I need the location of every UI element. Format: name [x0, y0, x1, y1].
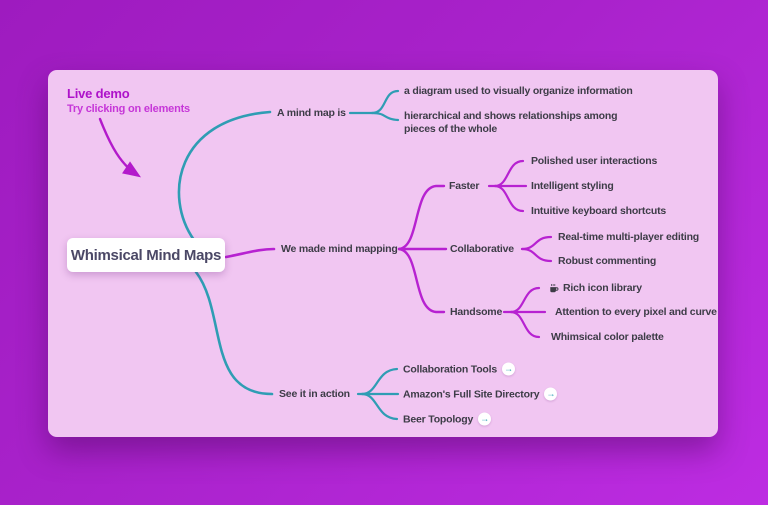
node-polished-interactions[interactable]: Polished user interactions [531, 155, 658, 167]
coffee-cup-icon [550, 283, 559, 292]
node-see-it-in-action[interactable]: See it in action [279, 388, 350, 400]
node-handsome[interactable]: Handsome [450, 306, 503, 318]
node-intelligent-styling[interactable]: Intelligent styling [531, 180, 614, 192]
node-hierarchical[interactable]: hierarchical and shows relationships amo… [404, 110, 618, 135]
root-node[interactable]: Whimsical Mind Maps [67, 238, 225, 272]
link-collaboration-tools-label: Collaboration Tools [403, 363, 498, 375]
link-collaboration-tools[interactable]: Collaboration Tools → [403, 362, 516, 376]
arrow-right-icon[interactable]: → [544, 387, 558, 401]
arrow-right-icon[interactable]: → [478, 412, 492, 426]
node-a-mind-map-is[interactable]: A mind map is [277, 107, 346, 119]
node-pixel-and-curve[interactable]: Attention to every pixel and curve [555, 306, 717, 318]
node-faster[interactable]: Faster [449, 180, 480, 192]
link-beer-topology[interactable]: Beer Topology → [403, 412, 492, 426]
node-realtime-editing[interactable]: Real-time multi-player editing [558, 231, 700, 243]
live-demo-subtitle: Try clicking on elements [67, 103, 190, 115]
link-amazon-directory-label: Amazon's Full Site Directory [403, 388, 540, 400]
link-amazon-directory[interactable]: Amazon's Full Site Directory → [403, 387, 558, 401]
node-color-palette[interactable]: Whimsical color palette [551, 331, 664, 343]
node-definition[interactable]: a diagram used to visually organize info… [404, 85, 633, 97]
node-we-made-mind-mapping[interactable]: We made mind mapping [281, 243, 398, 255]
node-rich-icon-library-label: Rich icon library [563, 282, 642, 294]
node-collaborative[interactable]: Collaborative [450, 243, 514, 255]
root-node-label: Whimsical Mind Maps [70, 246, 222, 264]
link-beer-topology-label: Beer Topology [403, 413, 474, 425]
node-rich-icon-library[interactable]: Rich icon library [548, 282, 642, 294]
node-keyboard-shortcuts[interactable]: Intuitive keyboard shortcuts [531, 205, 667, 217]
node-robust-commenting[interactable]: Robust commenting [558, 255, 657, 267]
live-demo-title: Live demo [67, 86, 130, 101]
arrow-right-icon[interactable]: → [502, 362, 516, 376]
